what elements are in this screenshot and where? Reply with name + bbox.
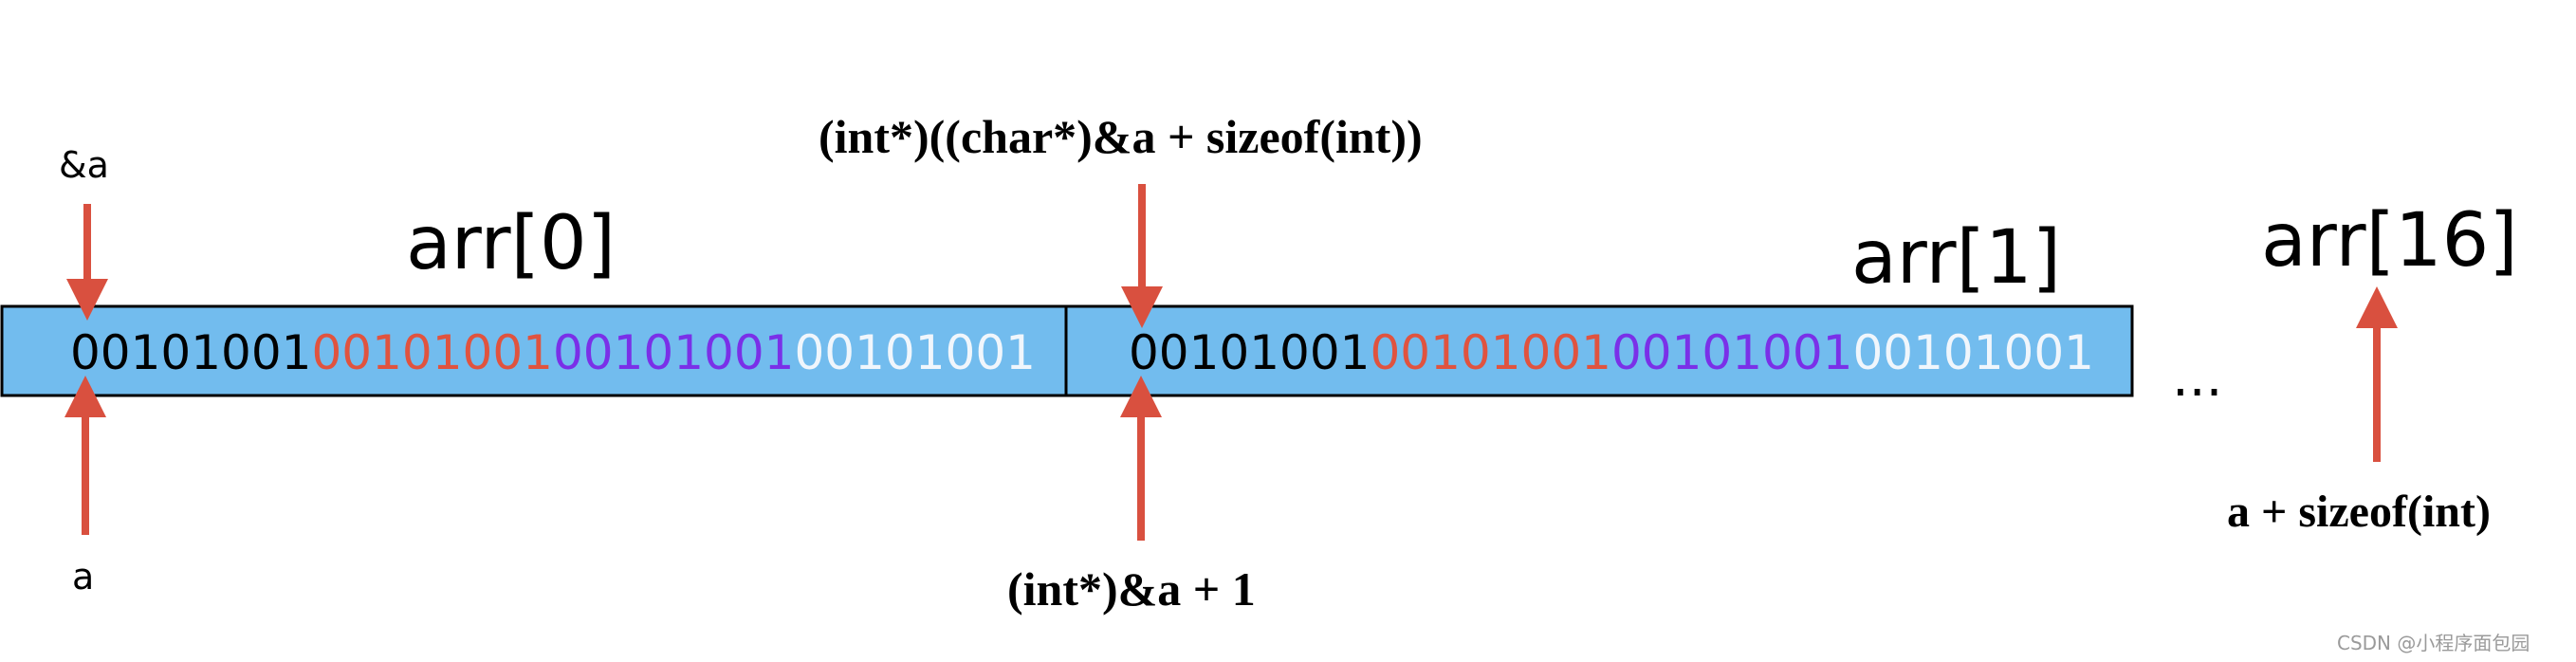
arr16-label: arr[16] [2261, 198, 2518, 284]
cell-1-byte-2: 00101001 [1611, 325, 1853, 380]
cell-0-byte-1: 00101001 [312, 325, 554, 380]
watermark: CSDN @小程序面包园 [2337, 632, 2530, 654]
cell-0-bits: 00101001001010010010100100101001 [70, 325, 1036, 380]
arrow-head-down [1121, 286, 1163, 328]
arrow-head-up [1120, 376, 1162, 417]
cell-1-byte-3: 00101001 [1853, 325, 2095, 380]
arrow-head-up [2356, 286, 2398, 328]
cell-0-byte-0: 00101001 [70, 325, 312, 380]
arr1-label: arr[1] [1851, 215, 2061, 301]
arrow-head-up [64, 376, 106, 417]
arrow-a-plus-sizeof [2356, 286, 2398, 462]
cell-0-byte-3: 00101001 [795, 325, 1037, 380]
char-cast-expression-label: (int*)((char*)&a + sizeof(int)) [819, 110, 1423, 163]
cell-1-byte-1: 00101001 [1371, 325, 1612, 380]
memory-cells [0, 304, 2134, 397]
memory-cell-arr0 [0, 304, 1068, 397]
ellipsis: ... [2172, 347, 2222, 409]
cell-1-bits: 00101001001010010010100100101001 [1129, 325, 2094, 380]
cell-1-byte-0: 00101001 [1129, 325, 1371, 380]
cell-0-byte-2: 00101001 [553, 325, 795, 380]
arr0-label: arr[0] [406, 201, 616, 286]
arrow-addr-of-a [66, 204, 108, 321]
int-plus-one-label: (int*)&a + 1 [1007, 562, 1256, 616]
a-label: a [72, 556, 94, 598]
arrow-head-down [66, 279, 108, 321]
addr-of-a-label: &a [59, 144, 109, 186]
a-plus-sizeof-label: a + sizeof(int) [2227, 487, 2491, 537]
arrow-char-cast [1121, 184, 1163, 328]
arrow-a [64, 376, 106, 535]
memory-cell-arr1 [1064, 304, 2134, 397]
arrow-int-plus-one [1120, 376, 1162, 541]
